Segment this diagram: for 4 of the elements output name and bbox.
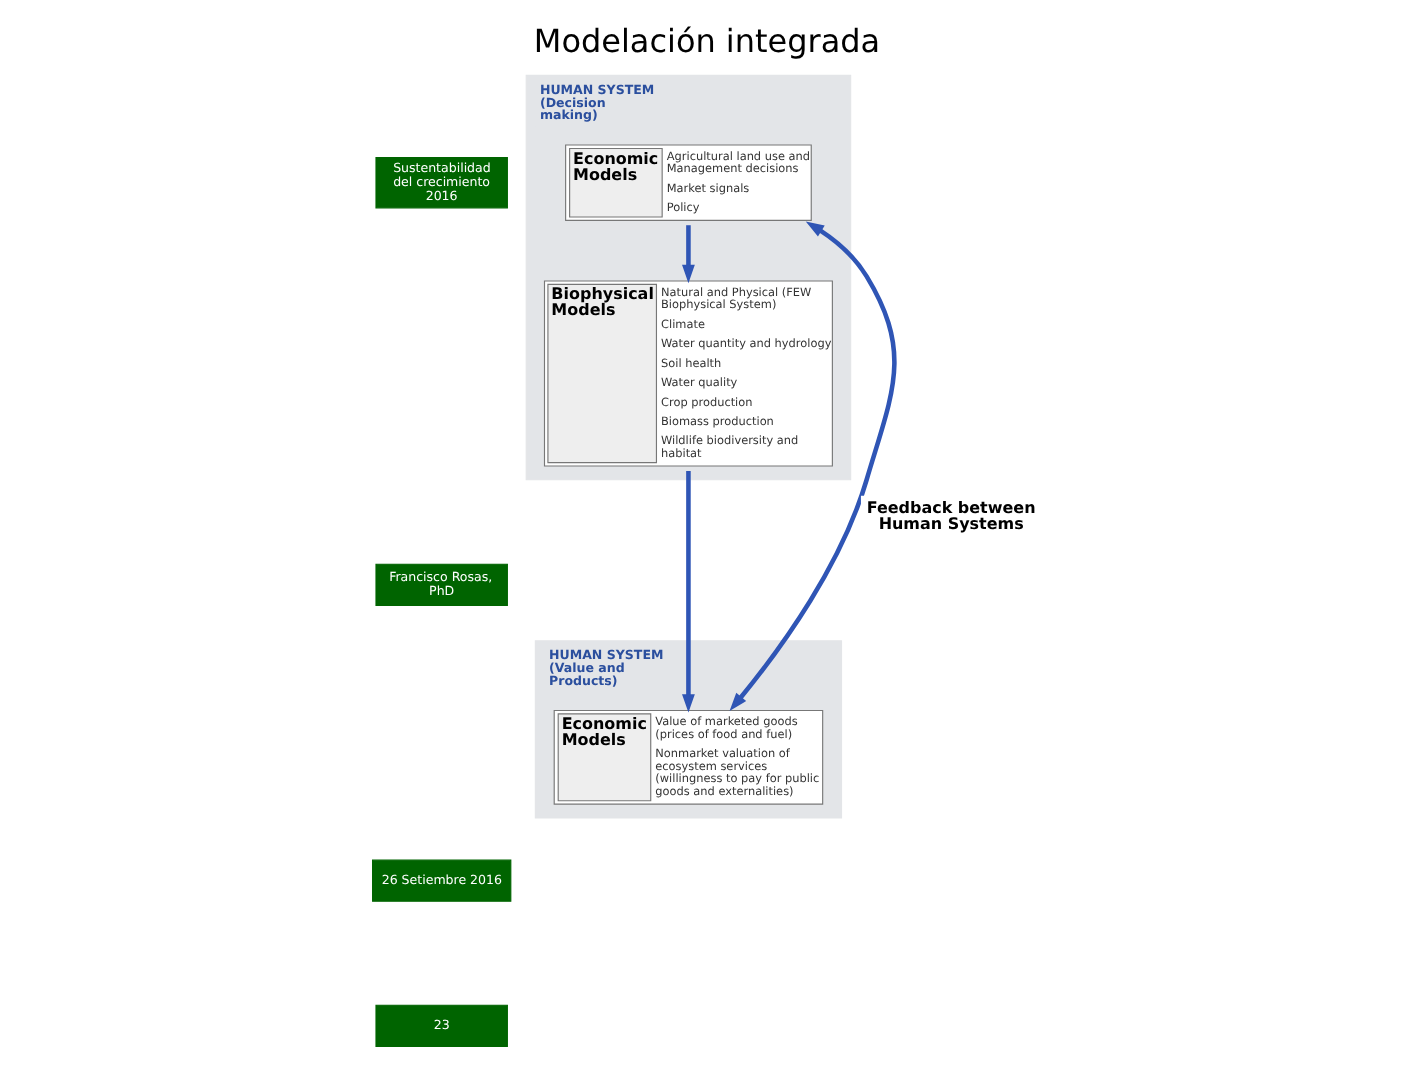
arrow [681, 225, 694, 284]
arrow [728, 221, 896, 712]
diagram-title: Modelación integrada [532, 21, 880, 60]
arrow [681, 470, 694, 713]
